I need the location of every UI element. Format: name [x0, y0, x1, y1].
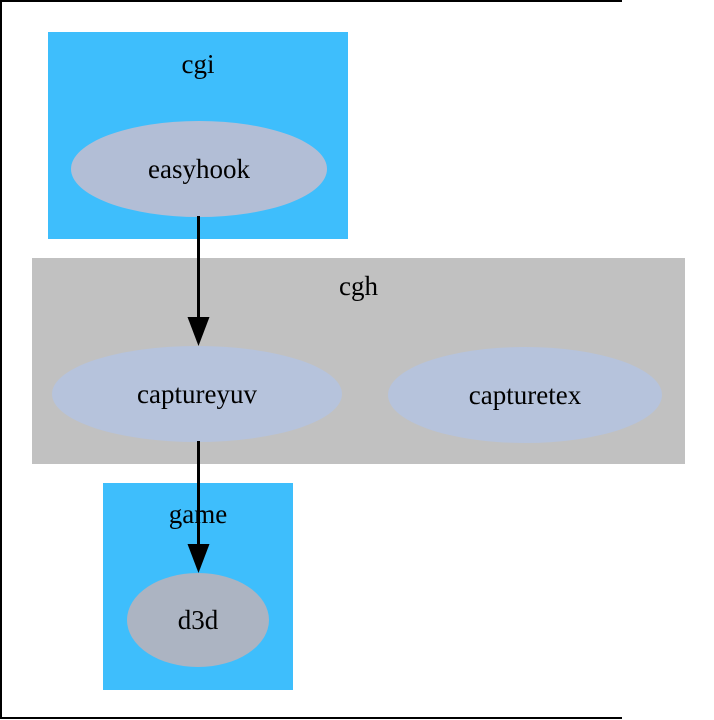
frame-border-left — [0, 0, 2, 719]
node-captureyuv-label: captureyuv — [137, 378, 257, 409]
node-easyhook-label: easyhook — [148, 153, 250, 184]
frame-border-bottom — [0, 717, 622, 719]
cluster-game-label: game — [168, 499, 228, 529]
cluster-cgi-label: cgi — [181, 49, 215, 79]
node-captureyuv: captureyuv — [52, 346, 342, 442]
frame-border-top — [0, 0, 622, 2]
node-d3d-label: d3d — [177, 604, 219, 635]
node-d3d: d3d — [127, 573, 269, 667]
node-easyhook: easyhook — [71, 121, 327, 217]
cluster-cgh-label: cgh — [339, 271, 378, 301]
node-capturetex-label: capturetex — [468, 379, 582, 410]
node-capturetex: capturetex — [388, 347, 662, 443]
